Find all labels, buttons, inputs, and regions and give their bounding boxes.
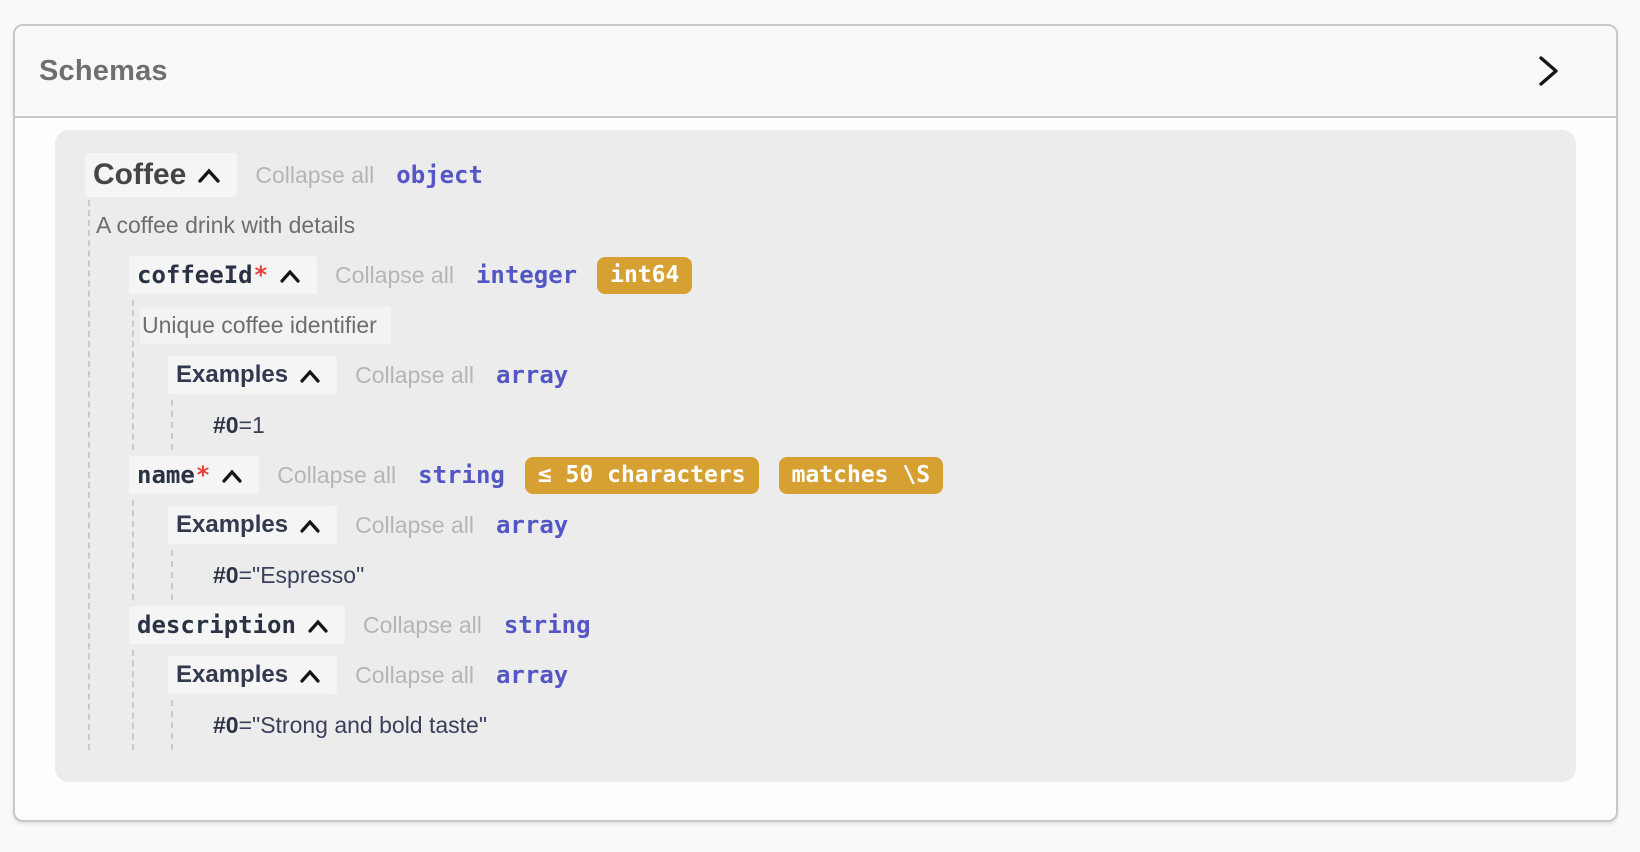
schema-node-coffee-header: Coffee Collapse all object xyxy=(85,150,1546,200)
coffeeid-children: Unique coffee identifier Examples xyxy=(132,300,1546,450)
type-label: array xyxy=(495,661,569,689)
caret-up-icon xyxy=(300,519,320,533)
property-description-header: description Collapse all string xyxy=(129,600,1546,650)
caret-up-icon xyxy=(300,669,320,683)
schemas-content: Coffee Collapse all object A coffee drin… xyxy=(15,118,1616,782)
collapse-all-button[interactable]: Collapse all xyxy=(335,261,454,288)
property-description: Unique coffee identifier xyxy=(134,300,1546,350)
format-badge: int64 xyxy=(597,256,693,294)
example-value: ="Espresso" xyxy=(238,561,365,588)
example-value: =1 xyxy=(238,411,265,438)
collapse-all-button[interactable]: Collapse all xyxy=(362,611,482,638)
name-toggle-button[interactable]: name * xyxy=(129,456,260,494)
examples-header: Examples Collapse all array xyxy=(168,350,1546,400)
property-node-coffeeid: coffeeId * Collapse all integer int64 xyxy=(129,250,1546,450)
examples-toggle-button[interactable]: Examples xyxy=(168,506,338,544)
example-value-row: #0="Strong and bold taste" xyxy=(173,700,1546,750)
property-name-label: description xyxy=(137,611,296,639)
collapse-all-button[interactable]: Collapse all xyxy=(355,361,474,388)
coffee-toggle-button[interactable]: Coffee xyxy=(85,153,238,197)
examples-items: #0="Strong and bold taste" xyxy=(171,700,1546,750)
caret-up-icon xyxy=(198,168,221,183)
schema-node-coffee: Coffee Collapse all object A coffee drin… xyxy=(85,150,1546,750)
examples-node: Examples Collapse all array xyxy=(168,500,1546,600)
property-name-header: name * Collapse all string ≤ 50 characte… xyxy=(129,450,1546,500)
examples-label: Examples xyxy=(176,361,289,388)
name-children: Examples Collapse all array xyxy=(132,500,1546,600)
schemas-card: Schemas Coffee Collapse all object xyxy=(13,24,1618,822)
type-label: string xyxy=(503,611,591,639)
type-label: array xyxy=(495,511,569,539)
schema-panel: Coffee Collapse all object A coffee drin… xyxy=(55,130,1576,782)
examples-label: Examples xyxy=(176,661,289,688)
collapse-all-button[interactable]: Collapse all xyxy=(355,661,474,688)
property-name-label: coffeeId xyxy=(137,261,253,289)
pattern-badge: matches \S xyxy=(778,456,944,494)
examples-node: Examples Collapse all array xyxy=(168,350,1546,450)
constraint-badge: ≤ 50 characters xyxy=(524,456,759,494)
description-toggle-button[interactable]: description xyxy=(129,606,345,644)
example-value-row: #0="Espresso" xyxy=(173,550,1546,600)
description-children: Examples Collapse all array xyxy=(132,650,1546,750)
schema-description: A coffee drink with details xyxy=(96,211,356,238)
property-name-label: name xyxy=(137,461,195,489)
caret-up-icon xyxy=(300,369,320,383)
schemas-title: Schemas xyxy=(39,54,168,87)
example-index: #0 xyxy=(213,561,239,588)
property-node-name: name * Collapse all string ≤ 50 characte… xyxy=(129,450,1546,600)
example-index: #0 xyxy=(213,711,239,738)
example-value-row: #0=1 xyxy=(173,400,1546,450)
examples-toggle-button[interactable]: Examples xyxy=(168,356,338,394)
examples-node: Examples Collapse all array xyxy=(168,650,1546,750)
examples-toggle-button[interactable]: Examples xyxy=(168,656,338,694)
example-value: ="Strong and bold taste" xyxy=(238,711,488,738)
required-marker: * xyxy=(195,461,211,489)
examples-items: #0=1 xyxy=(171,400,1546,450)
type-label: integer xyxy=(475,261,578,289)
property-node-description: description Collapse all string xyxy=(129,600,1546,750)
required-marker: * xyxy=(253,261,269,289)
examples-header: Examples Collapse all array xyxy=(168,500,1546,550)
example-index: #0 xyxy=(213,411,239,438)
chevron-right-icon[interactable] xyxy=(1534,53,1562,89)
caret-up-icon xyxy=(222,469,242,483)
collapse-all-button[interactable]: Collapse all xyxy=(355,511,474,538)
coffee-children: A coffee drink with details coffeeId * xyxy=(88,200,1546,750)
type-label: array xyxy=(495,361,569,389)
examples-header: Examples Collapse all array xyxy=(168,650,1546,700)
type-label: object xyxy=(396,161,483,189)
type-label: string xyxy=(418,461,505,489)
examples-items: #0="Espresso" xyxy=(171,550,1546,600)
property-coffeeid-header: coffeeId * Collapse all integer int64 xyxy=(129,250,1546,300)
coffeeid-toggle-button[interactable]: coffeeId * xyxy=(129,256,318,294)
collapse-all-button[interactable]: Collapse all xyxy=(277,461,397,488)
schema-name-label: Coffee xyxy=(93,158,187,191)
caret-up-icon xyxy=(280,269,300,283)
caret-up-icon xyxy=(308,619,328,633)
collapse-all-button[interactable]: Collapse all xyxy=(255,161,375,188)
examples-label: Examples xyxy=(176,511,289,538)
schemas-section-header[interactable]: Schemas xyxy=(15,26,1616,118)
